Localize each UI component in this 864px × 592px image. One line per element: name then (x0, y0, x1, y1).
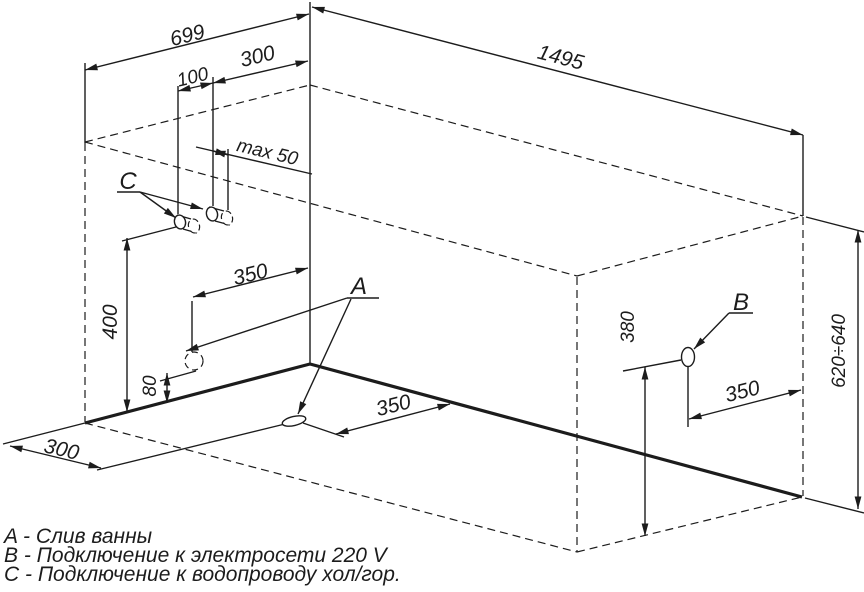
pipe2-back-ellipse (220, 210, 234, 226)
dim-pipe-height: 400 (99, 304, 122, 339)
label-water-c: C (119, 168, 137, 195)
dim-wall-drain-height: 80 (140, 375, 161, 397)
dim-tub-width-top: 699 (168, 20, 208, 51)
dimension-lines (9, 6, 862, 536)
dim-tub-length-top: 1495 (535, 41, 586, 75)
water-pipes (173, 206, 234, 234)
wall-drain-hole (184, 351, 204, 371)
dim-socket-to-corner: 350 (723, 376, 763, 407)
floor-drain-ellipse (281, 415, 307, 427)
label-drain-a: A (349, 273, 367, 300)
dim-pipes-to-corner: 300 (238, 41, 278, 72)
legend-item-drain: A - Слив ванны (2, 525, 153, 548)
dim-wall-drain-to-corner: 350 (231, 259, 271, 290)
point-labels: A B C (119, 168, 749, 316)
dim-floor-drain-to-corner: 350 (374, 390, 414, 421)
extension-lines (2, 63, 864, 514)
legend-item-power: B - Подключение к электросети 220 V (4, 544, 389, 567)
pipe2-front-ellipse (205, 206, 219, 222)
wall-corner-edges (84, 2, 803, 499)
pipe1-front-ellipse (173, 214, 187, 230)
dim-socket-height: 380 (618, 311, 639, 343)
dim-rim-height-range: 620÷640 (829, 314, 850, 388)
dim-floor-drain-from-left-wall: 300 (42, 435, 82, 465)
pipe1-back-ellipse (187, 218, 201, 234)
legend: A - Слив ванны B - Подключение к электро… (2, 525, 401, 586)
label-power-b: B (733, 289, 749, 316)
leader-lines (117, 191, 753, 415)
dimension-labels: 699 300 100 max 50 1495 350 400 80 300 3… (42, 20, 850, 465)
dim-pipe-spacing: 100 (175, 64, 211, 92)
dim-pipe-protrusion: max 50 (235, 135, 301, 170)
power-socket-ellipse (680, 346, 696, 368)
legend-item-water: C - Подключение к водопроводу хол/гор. (4, 563, 401, 586)
